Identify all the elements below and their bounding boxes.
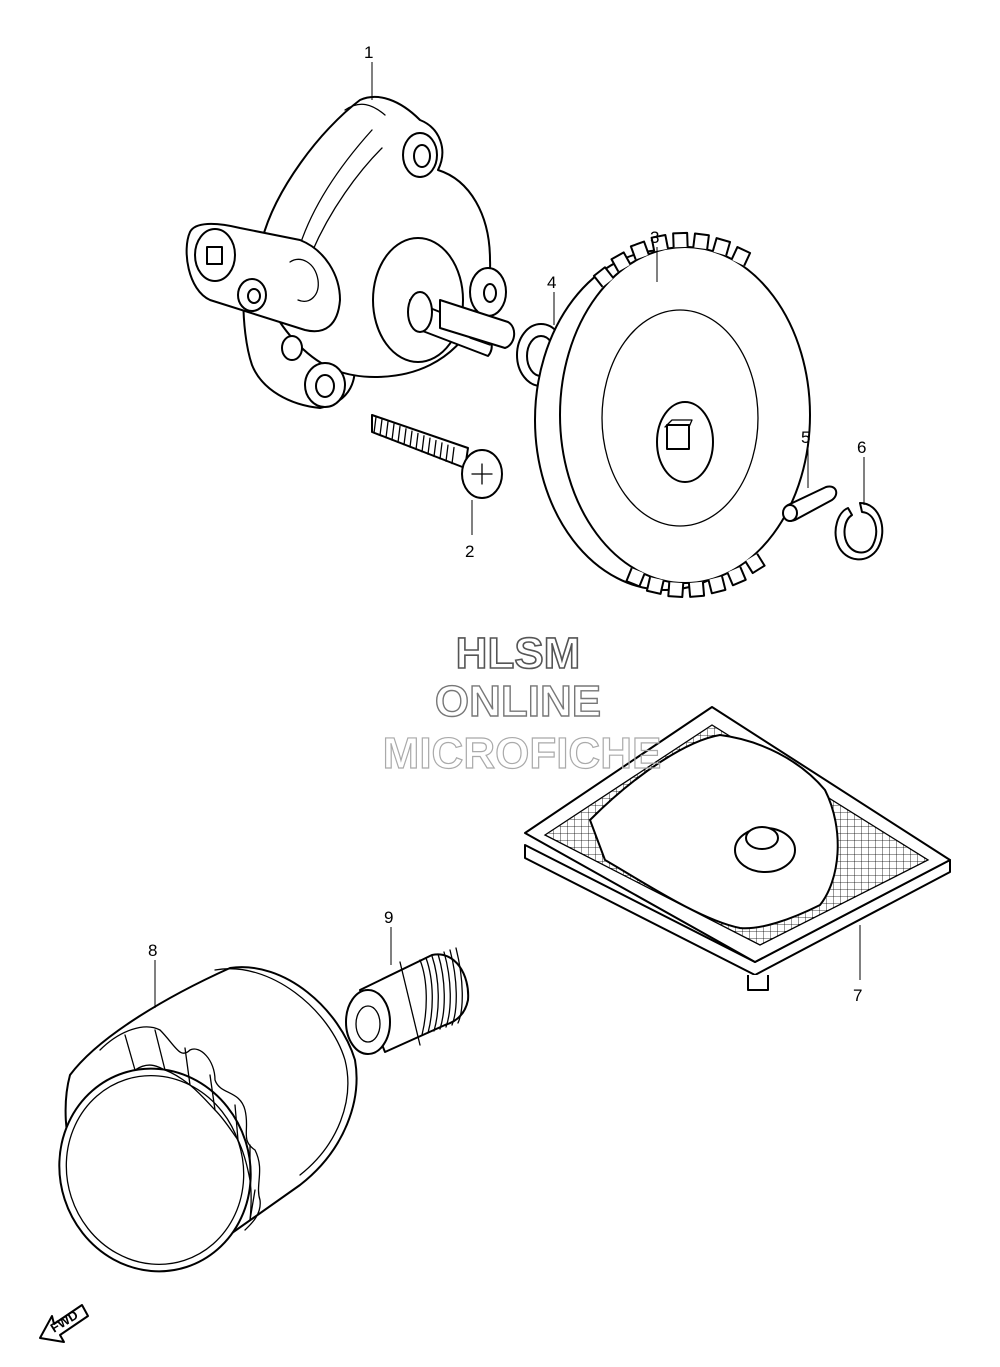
oil-filter-icon xyxy=(58,966,358,1273)
screw-thread xyxy=(379,418,383,437)
screw-thread xyxy=(433,439,437,458)
callouts: 1 2 3 4 5 6 7 8 9 xyxy=(148,43,866,1005)
callout-5: 5 xyxy=(801,428,810,447)
leader-lines xyxy=(154,62,865,1008)
screw-thread xyxy=(409,430,413,448)
gear-tooth xyxy=(687,581,706,598)
gear-tooth xyxy=(625,567,646,588)
gear-icon xyxy=(534,231,811,599)
bolt-thread xyxy=(449,949,457,1026)
screw-thread xyxy=(385,421,389,439)
bolt-thread xyxy=(455,947,463,1024)
gear-tooth xyxy=(650,234,670,252)
pin-icon xyxy=(782,485,838,522)
fwd-arrow-icon: FWD xyxy=(39,1304,89,1343)
screw-thread xyxy=(403,428,407,446)
screw-thread xyxy=(415,432,419,451)
bolt-thread xyxy=(443,951,451,1028)
gear-tooth xyxy=(667,582,685,599)
gear-tooth xyxy=(744,553,766,575)
gear-tooth xyxy=(730,246,752,267)
watermark: HLSM ONLINE MICROFICHE xyxy=(382,628,662,778)
watermark-line2: ONLINE xyxy=(435,677,601,726)
screw-thread xyxy=(451,446,455,465)
oil-pump-icon xyxy=(185,95,516,409)
gear-tooth xyxy=(610,251,632,272)
screw-thread xyxy=(397,425,401,444)
screw-thread xyxy=(427,437,431,455)
strainer-icon xyxy=(524,706,951,991)
gear-tooth xyxy=(645,576,665,595)
bolt-thread xyxy=(431,955,439,1032)
circlip-icon xyxy=(834,502,884,561)
gear-tooth xyxy=(692,232,710,250)
gear-tooth xyxy=(629,240,650,260)
gear-tooth xyxy=(592,266,615,288)
screw-icon xyxy=(371,414,503,499)
union-bolt-icon xyxy=(345,947,470,1055)
callout-9: 9 xyxy=(384,908,393,927)
screw-thread xyxy=(445,444,449,462)
gear-tooth xyxy=(672,231,689,248)
gear-tooth xyxy=(726,566,747,587)
callout-8: 8 xyxy=(148,941,157,960)
bolt-thread xyxy=(419,959,427,1036)
watermark-line1: HLSM xyxy=(456,629,581,678)
screw-thread xyxy=(421,435,425,453)
screw-thread xyxy=(391,423,395,441)
callout-4: 4 xyxy=(547,273,556,292)
callout-1: 1 xyxy=(364,43,373,62)
bolt-thread xyxy=(425,957,433,1034)
bolt-thread xyxy=(437,953,445,1030)
callout-3: 3 xyxy=(650,228,659,247)
callout-7: 7 xyxy=(853,986,862,1005)
screw-thread xyxy=(439,442,443,460)
gear-tooth xyxy=(711,237,732,256)
callout-2: 2 xyxy=(465,542,474,561)
watermark-line3: MICROFICHE xyxy=(383,729,662,778)
gear-tooth xyxy=(707,576,727,595)
callout-6: 6 xyxy=(857,438,866,457)
screw-thread xyxy=(373,416,377,434)
